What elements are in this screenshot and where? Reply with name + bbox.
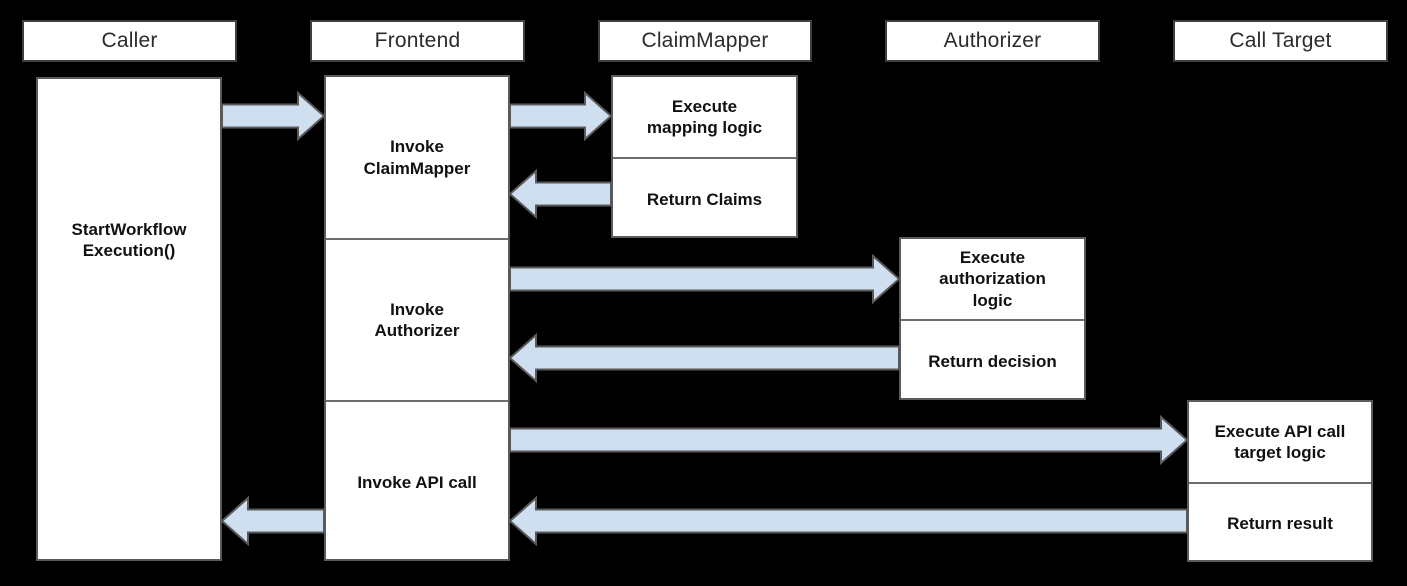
lifeline-header-authorizer: Authorizer [885,20,1100,62]
msg-frontend-to-authorizer [509,253,901,305]
arrow-shape [508,168,612,220]
activation-segment-invoke-api-call: Invoke API call [326,400,508,563]
activation-segment-return-result: Return result [1189,482,1371,564]
arrow-shape [508,495,1188,547]
arrow-shape [509,414,1189,466]
msg-caller-to-frontend [221,90,326,142]
lifeline-header-calltarget: Call Target [1173,20,1388,62]
lifeline-header-caller: Caller [22,20,237,62]
arrow-shape [509,90,613,142]
arrow-shape [220,495,325,547]
lifeline-header-claimmapper: ClaimMapper [598,20,812,62]
activation-segment-return-decision: Return decision [901,319,1084,402]
lifeline-header-frontend: Frontend [310,20,525,62]
msg-claimmapper-to-frontend [508,168,612,220]
arrow-shape [221,90,326,142]
arrow-shape [509,253,901,305]
activation-segment-return-claims: Return Claims [613,157,796,240]
msg-frontend-to-caller [220,495,325,547]
msg-frontend-to-calltarget [509,414,1189,466]
msg-authorizer-to-frontend [508,332,900,384]
msg-calltarget-to-frontend [508,495,1188,547]
msg-frontend-to-claimmapper [509,90,613,142]
arrow-shape [508,332,900,384]
